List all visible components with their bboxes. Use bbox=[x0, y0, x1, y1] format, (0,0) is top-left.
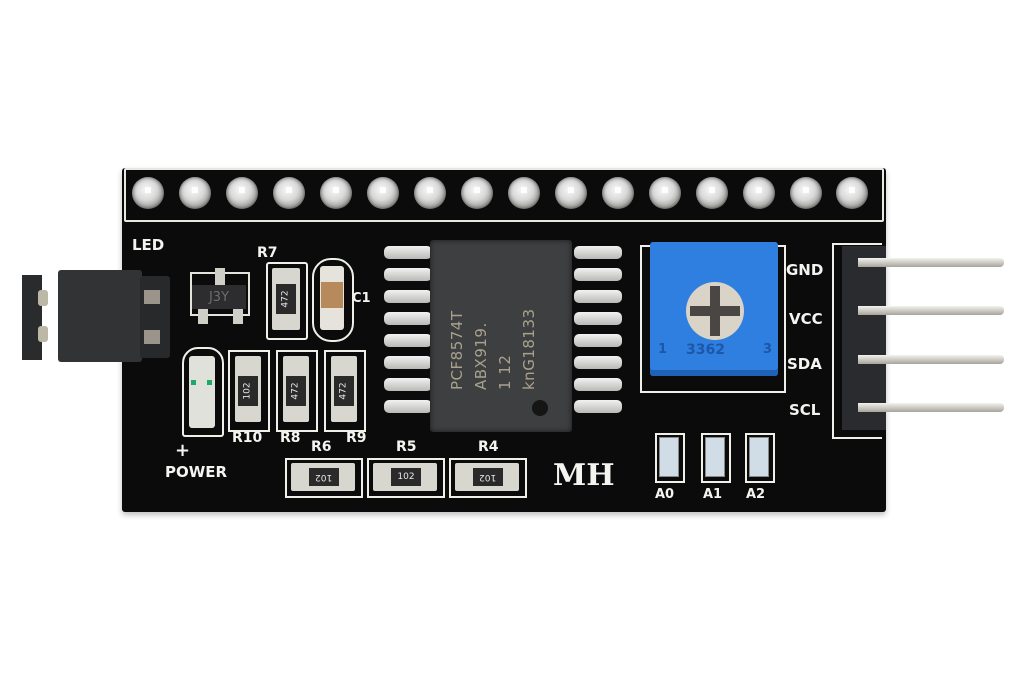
power-led-outline bbox=[182, 347, 224, 437]
i2c-header-outline bbox=[832, 243, 882, 439]
r8-outline bbox=[276, 350, 318, 432]
power-label: POWER bbox=[165, 463, 228, 481]
header-pin bbox=[790, 177, 822, 209]
resistor-r7: 472 bbox=[272, 268, 300, 330]
header-pin-row-outline bbox=[124, 168, 884, 222]
resistor-r4: 102 bbox=[455, 463, 519, 491]
transistor-lead bbox=[215, 268, 225, 285]
r7-outline bbox=[266, 262, 308, 340]
sda-label: SDA bbox=[787, 355, 822, 373]
r9-label: R9 bbox=[346, 430, 367, 446]
vcc-pin[interactable] bbox=[858, 306, 1004, 315]
r7-value: 472 bbox=[281, 290, 291, 308]
led-jumper[interactable] bbox=[22, 270, 172, 366]
r8-value: 472 bbox=[291, 382, 301, 400]
transistor: J3Y bbox=[192, 285, 246, 309]
sda-pin[interactable] bbox=[858, 355, 1004, 364]
header-pin bbox=[367, 177, 399, 209]
c1-outline bbox=[312, 258, 354, 342]
header-pin bbox=[226, 177, 258, 209]
a0-outline bbox=[655, 433, 685, 483]
r8-label: R8 bbox=[280, 430, 301, 446]
gnd-pin[interactable] bbox=[858, 258, 1004, 267]
capacitor-c1 bbox=[320, 266, 344, 330]
power-led bbox=[189, 356, 215, 428]
pot-pin1-label: 1 bbox=[658, 342, 668, 357]
chip-line-3: 1 12 bbox=[496, 354, 514, 390]
header-pin bbox=[696, 177, 728, 209]
scl-pin[interactable] bbox=[858, 403, 1004, 412]
r4-outline bbox=[449, 458, 527, 498]
chip-line-2: ABX919. bbox=[472, 322, 490, 390]
brand-label: MH bbox=[553, 458, 615, 493]
scl-label: SCL bbox=[789, 401, 821, 419]
header-pin bbox=[649, 177, 681, 209]
resistor-r10: 102 bbox=[235, 356, 261, 422]
header-pin bbox=[508, 177, 540, 209]
c1-label: C1 bbox=[352, 291, 371, 306]
r10-label: R10 bbox=[232, 430, 263, 446]
led-label: LED bbox=[132, 236, 165, 254]
resistor-r5: 102 bbox=[373, 463, 437, 491]
header-pin bbox=[555, 177, 587, 209]
a0-label: A0 bbox=[655, 487, 675, 502]
pcf8574t-chip: PCF8574T ABX919. 1 12 knG18133 bbox=[430, 240, 572, 432]
a2-jumper-pad[interactable] bbox=[749, 437, 769, 477]
gnd-label: GND bbox=[786, 261, 824, 279]
r5-label: R5 bbox=[396, 439, 417, 455]
header-pin bbox=[132, 177, 164, 209]
r5-value: 102 bbox=[397, 472, 415, 482]
header-pin bbox=[602, 177, 634, 209]
r4-value: 102 bbox=[479, 472, 497, 482]
r6-outline bbox=[285, 458, 363, 498]
r4-label: R4 bbox=[478, 439, 499, 455]
resistor-r9: 472 bbox=[331, 356, 357, 422]
r10-value: 102 bbox=[243, 382, 253, 400]
pot-marking: 3362 bbox=[686, 342, 725, 358]
header-pin bbox=[461, 177, 493, 209]
pin1-dot bbox=[532, 400, 548, 416]
chip-line-4: knG18133 bbox=[520, 308, 538, 390]
r6-value: 102 bbox=[315, 472, 333, 482]
header-pin bbox=[179, 177, 211, 209]
a1-label: A1 bbox=[703, 487, 723, 502]
transistor-lead bbox=[233, 309, 243, 324]
r5-outline bbox=[367, 458, 445, 498]
a2-label: A2 bbox=[746, 487, 766, 502]
r9-outline bbox=[324, 350, 366, 432]
a0-jumper-pad[interactable] bbox=[659, 437, 679, 477]
resistor-r8: 472 bbox=[283, 356, 309, 422]
i2c-header-housing bbox=[842, 246, 886, 430]
r7-label: R7 bbox=[257, 245, 278, 261]
transistor-lead bbox=[198, 309, 208, 324]
chip-line-1: PCF8574T bbox=[448, 310, 466, 390]
header-pin bbox=[320, 177, 352, 209]
a1-outline bbox=[701, 433, 731, 483]
header-pin bbox=[273, 177, 305, 209]
pot-pin3-label: 3 bbox=[763, 342, 773, 357]
header-pin bbox=[743, 177, 775, 209]
header-pin bbox=[414, 177, 446, 209]
vcc-label: VCC bbox=[789, 310, 823, 328]
r6-label: R6 bbox=[311, 439, 332, 455]
resistor-r6: 102 bbox=[291, 463, 355, 491]
r10-outline bbox=[228, 350, 270, 432]
a1-jumper-pad[interactable] bbox=[705, 437, 725, 477]
plus-label: + bbox=[175, 440, 191, 461]
transistor-marking: J3Y bbox=[208, 289, 230, 305]
potentiometer-knob[interactable] bbox=[686, 282, 744, 340]
r9-value: 472 bbox=[339, 382, 349, 400]
header-pin bbox=[836, 177, 868, 209]
a2-outline bbox=[745, 433, 775, 483]
